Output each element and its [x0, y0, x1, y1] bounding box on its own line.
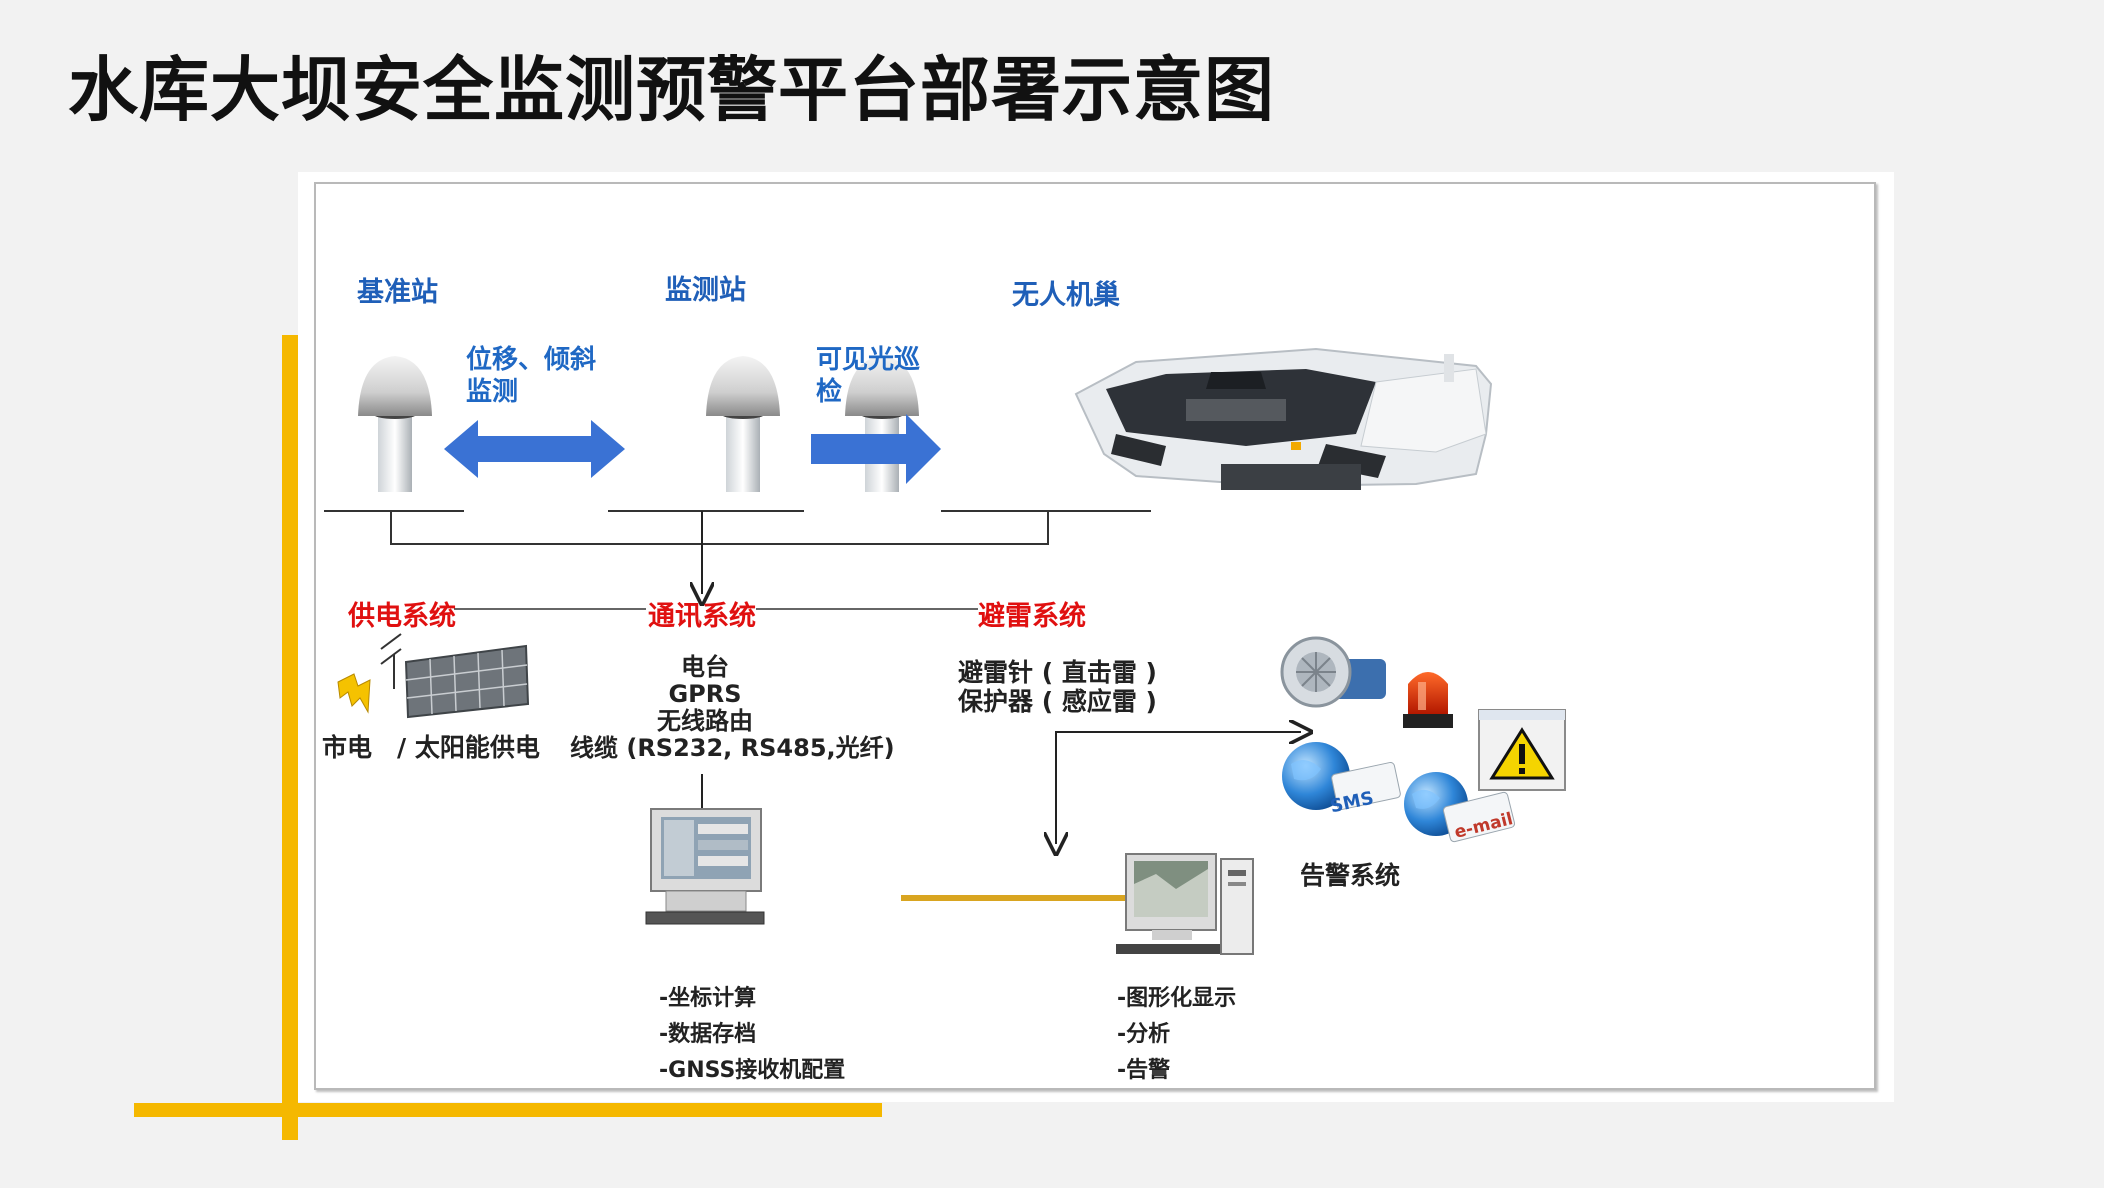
- accent-bar-vertical: [282, 335, 298, 1140]
- base-station-label: 基准站: [357, 277, 438, 308]
- client-function-analysis: -分析: [1117, 1022, 1171, 1047]
- solar-panel-icon: [404, 644, 530, 719]
- comm-detail-gprs: GPRS: [668, 680, 742, 708]
- monitor-antenna-2: [845, 356, 919, 492]
- patrol-arrow: [811, 414, 941, 484]
- diagram-frame: 基准站 监测站 无人机巢 位移、倾斜 监测 可见光巡 检 供电系统 通讯系统 避…: [314, 182, 1876, 1090]
- lightning-detail-protector: 保护器 ( 感应雷 ): [958, 687, 1157, 716]
- bracket-connector: [390, 511, 1049, 545]
- arrow-alarm-to-client: [1056, 731, 1293, 844]
- client-function-alarm: -告警: [1117, 1058, 1171, 1083]
- power-system-label: 供电系统: [348, 601, 456, 632]
- power-detail: 市电 / 太阳能供电: [322, 733, 540, 762]
- accent-bar-horizontal: [134, 1103, 882, 1117]
- server-function-gnss-config: -GNSS接收机配置: [659, 1058, 846, 1083]
- displacement-caption-line-1: 位移、倾斜: [466, 345, 597, 375]
- monitor-station-label: 监测站: [665, 275, 746, 306]
- alarm-system-label: 告警系统: [1300, 861, 1401, 890]
- lightning-detail-rod: 避雷针 ( 直击雷 ): [958, 658, 1157, 687]
- drone-nest-image: [1074, 347, 1493, 490]
- lightning-detail: 避雷针 ( 直击雷 ) 保护器 ( 感应雷 ): [958, 658, 1157, 716]
- monitor-antenna-1: [706, 356, 780, 492]
- comm-detail-cable: 线缆 (RS232, RS485,光纤): [570, 734, 895, 762]
- comm-detail-radio: 电台: [681, 653, 729, 681]
- client-function-graphic: -图形化显示: [1117, 986, 1237, 1011]
- server-function-coordinate: -坐标计算: [659, 986, 757, 1011]
- patrol-caption-line-2: 检: [816, 377, 843, 407]
- drone-nest-label: 无人机巢: [1012, 280, 1120, 311]
- diagram-card: 基准站 监测站 无人机巢 位移、倾斜 监测 可见光巡 检 供电系统 通讯系统 避…: [298, 172, 1894, 1102]
- lightning-bolt-icon: [337, 673, 371, 714]
- patrol-caption: 可见光巡 检: [816, 344, 920, 408]
- displacement-double-arrow: [444, 420, 625, 478]
- client-function-list: -图形化显示 -分析 -告警: [1117, 981, 1236, 1089]
- client-computer-icon: [1116, 853, 1254, 955]
- siren-speaker-icon: [1280, 636, 1386, 708]
- capacitor-icon: [380, 633, 402, 689]
- comm-detail: 电台 GPRS 无线路由 线缆 (RS232, RS485,光纤): [570, 653, 895, 762]
- server-function-archive: -数据存档: [659, 1022, 757, 1047]
- page-title: 水库大坝安全监测预警平台部署示意图: [68, 49, 1275, 131]
- email-globe-icon: [1404, 772, 1516, 843]
- displacement-caption: 位移、倾斜 监测: [466, 344, 596, 408]
- diagram-graphics: [324, 347, 1566, 955]
- comm-detail-wireless: 无线路由: [657, 707, 753, 735]
- lightning-system-label: 避雷系统: [978, 601, 1086, 632]
- server-function-list: -坐标计算 -数据存档 -GNSS接收机配置: [659, 981, 845, 1089]
- sms-globe-icon: [1282, 742, 1401, 811]
- warning-dialog-icon: [1478, 709, 1566, 791]
- server-computer-icon: [645, 808, 765, 925]
- displacement-caption-line-2: 监测: [466, 377, 519, 407]
- patrol-caption-line-1: 可见光巡: [816, 345, 921, 375]
- comm-system-label: 通讯系统: [648, 601, 756, 632]
- warning-beacon-icon: [1403, 672, 1453, 728]
- base-station-antenna: [358, 356, 432, 492]
